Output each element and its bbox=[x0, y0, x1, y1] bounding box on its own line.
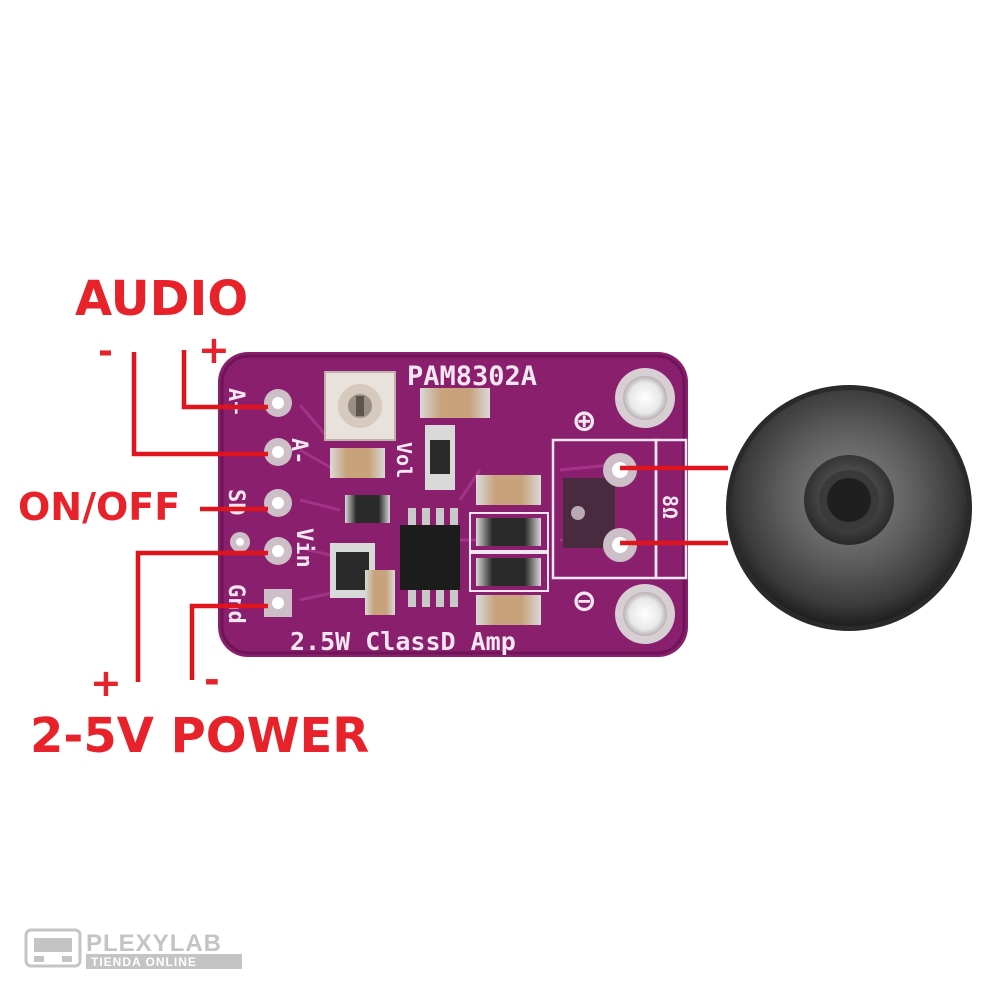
volume-potentiometer bbox=[324, 371, 396, 441]
plexylab-watermark: PLEXYLAB TIENDA ONLINE bbox=[24, 928, 242, 969]
power-plus-label: + bbox=[90, 661, 122, 705]
pin-vin bbox=[264, 537, 292, 565]
pin-a-plus bbox=[264, 389, 292, 417]
pcb-board: PAM8302A 2.5W ClassD Amp A+ A- SD Vin Gn… bbox=[218, 352, 688, 657]
on-off-label: ON/OFF bbox=[18, 485, 180, 529]
wire-power-minus bbox=[189, 603, 268, 680]
watermark-brand: PLEXYLAB bbox=[86, 930, 222, 957]
pin-sd bbox=[264, 489, 292, 517]
pam8302a-ic bbox=[400, 508, 460, 607]
mounting-hole-bottom bbox=[615, 584, 675, 644]
plexylab-logo-icon bbox=[24, 928, 82, 968]
pin-label-sd: SD bbox=[223, 489, 248, 516]
pin-label-a-minus: A- bbox=[286, 438, 311, 465]
power-minus-label: - bbox=[204, 658, 220, 702]
wire-audio-plus bbox=[181, 350, 268, 410]
chip-name-label: PAM8302A bbox=[407, 361, 537, 392]
wiring-lines bbox=[131, 350, 728, 682]
wire-audio-minus bbox=[131, 352, 268, 457]
vol-label: Vol bbox=[392, 442, 416, 478]
pin-label-a-plus: A+ bbox=[223, 388, 248, 415]
minus-mark: ⊖ bbox=[574, 581, 595, 621]
audio-minus-label: - bbox=[98, 331, 113, 372]
audio-title-label: AUDIO bbox=[75, 271, 248, 327]
mounting-hole-top bbox=[615, 368, 675, 428]
pin-gnd bbox=[264, 589, 292, 617]
board-subtitle-label: 2.5W ClassD Amp bbox=[290, 627, 516, 656]
power-title-label: 2-5V POWER bbox=[30, 708, 369, 764]
wire-power-plus bbox=[135, 550, 268, 682]
smd-components bbox=[330, 388, 549, 625]
pin-label-vin: Vin bbox=[291, 528, 316, 568]
speaker bbox=[726, 385, 972, 631]
pin-a-minus bbox=[264, 438, 292, 466]
plus-mark: ⊕ bbox=[574, 401, 595, 441]
audio-plus-label: + bbox=[198, 328, 230, 372]
speaker-impedance-label: 8Ω bbox=[658, 495, 682, 519]
watermark-tagline: TIENDA ONLINE bbox=[91, 955, 197, 969]
